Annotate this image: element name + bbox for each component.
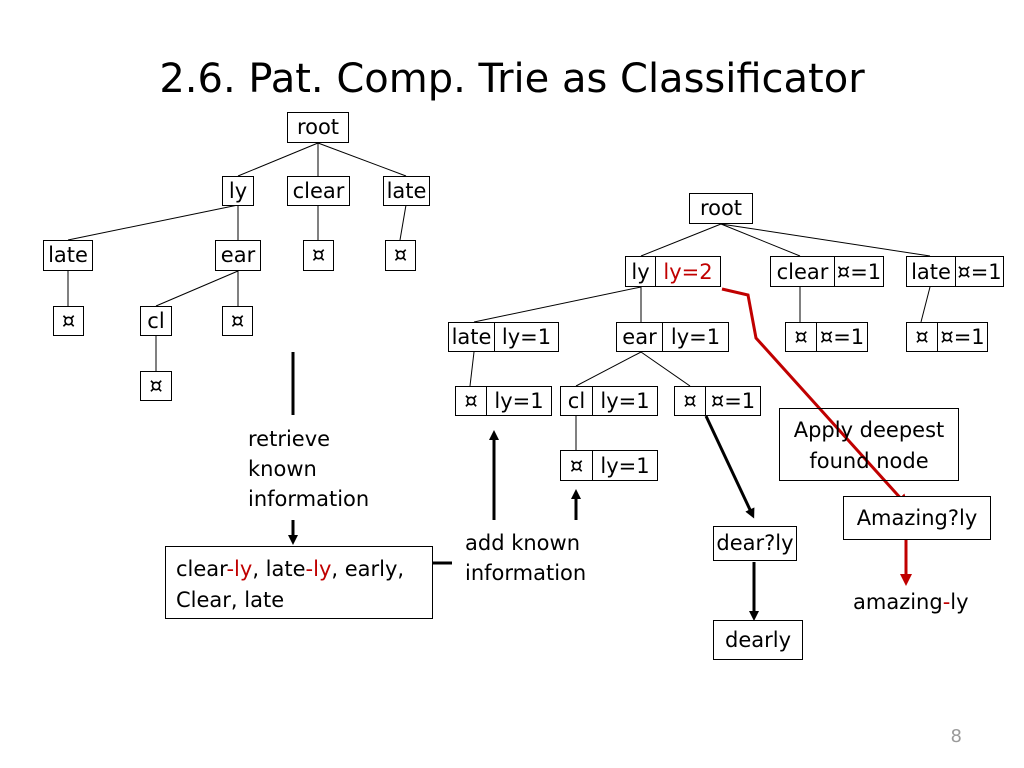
node-label: ear: [617, 323, 663, 351]
right-clear-end-node: ¤ ¤=1: [785, 322, 868, 352]
word-sep: ,: [252, 557, 266, 581]
left-root-node: root: [287, 112, 349, 143]
node-label: ly: [626, 257, 656, 286]
left-late-end-node: ¤: [385, 240, 416, 271]
apply-line-1: Apply deepest: [793, 418, 945, 442]
left-late-node: late: [383, 176, 430, 206]
slide-title: 2.6. Pat. Comp. Trie as Classificator: [159, 56, 865, 102]
left-clear-end-node: ¤: [303, 240, 334, 271]
left-clear-node: clear: [287, 176, 350, 206]
word-list-line-2: Clear, late: [176, 588, 285, 612]
right-cl-node: cl ly=1: [560, 386, 658, 416]
amazing-dash: -: [942, 590, 951, 614]
right-tree-edges: [469, 223, 931, 450]
node-label: late: [907, 257, 956, 286]
dearly-result-node: dearly: [713, 620, 803, 660]
right-ear-end-node: ¤ ¤=1: [674, 386, 761, 416]
node-count: ly=1: [501, 325, 552, 349]
add-known-line-1: add known: [465, 531, 581, 555]
node-label: cl: [561, 387, 593, 415]
flow-arrows: [288, 352, 759, 621]
node-count: ¤=1: [836, 259, 882, 284]
node-count: ly=2: [663, 259, 713, 284]
node-count: ¤=1: [957, 259, 1002, 284]
left-ear-end-node: ¤: [222, 306, 253, 336]
right-ly-node: ly ly=2: [625, 256, 721, 287]
right-late-node: late ¤=1: [906, 256, 1004, 287]
left-late-child-node: late: [43, 240, 93, 271]
node-label: late: [449, 323, 495, 351]
node-label: clear: [771, 257, 835, 286]
word-1-dash: -: [226, 557, 235, 581]
left-cl-node: cl: [140, 306, 172, 336]
amazing-query-node: Amazing?ly: [843, 496, 991, 540]
word-1: clear: [176, 557, 227, 581]
retrieve-line-1: retrieve: [248, 427, 331, 451]
amazing-result: amazing-ly: [853, 587, 969, 617]
right-late-end-node: ¤ ¤=1: [906, 322, 988, 352]
right-ly-ear-node: ear ly=1: [616, 322, 729, 352]
right-cl-end-node: ¤ ly=1: [560, 450, 658, 481]
left-late-child-end-node: ¤: [53, 306, 84, 336]
node-count: ly=1: [600, 453, 650, 478]
left-tree-edges: [67, 142, 407, 371]
node-count: ¤=1: [940, 325, 985, 349]
word-2: late: [265, 557, 306, 581]
page-number: 8: [950, 726, 962, 747]
node-count: ¤=1: [710, 389, 756, 413]
node-count: ¤=1: [819, 325, 865, 349]
retrieve-label: retrieve known information: [248, 424, 369, 514]
right-root-node: root: [689, 193, 753, 224]
retrieve-line-2: known: [248, 457, 317, 481]
apply-deepest-note: Apply deepest found node: [779, 408, 959, 481]
apply-line-2: found node: [809, 449, 929, 473]
right-clear-node: clear ¤=1: [770, 256, 884, 287]
left-ear-node: ear: [215, 240, 261, 271]
amazing-prefix: amazing: [853, 590, 943, 614]
word-list-box: clear-ly, late-ly, early, Clear, late: [165, 546, 433, 619]
node-count: ly=1: [600, 389, 650, 413]
add-known-line-2: information: [465, 561, 587, 585]
node-count: ly=1: [494, 389, 544, 413]
left-cl-end-node: ¤: [140, 371, 172, 401]
word-2-suffix: ly: [313, 557, 332, 581]
right-ly-late-node: late ly=1: [448, 322, 559, 352]
word-list-line-1: clear-ly, late-ly, early,: [176, 554, 422, 585]
node-label: ¤: [907, 323, 938, 351]
node-label: ¤: [675, 387, 706, 415]
node-label: ¤: [561, 451, 593, 480]
add-known-label: add known information: [465, 528, 586, 588]
amazing-suffix: ly: [950, 590, 969, 614]
word-rest: , early,: [331, 557, 405, 581]
word-1-suffix: ly: [234, 557, 253, 581]
dear-query-node: dear?ly: [713, 526, 797, 561]
left-ly-node: ly: [222, 176, 254, 206]
node-label: ¤: [786, 323, 817, 351]
retrieve-line-3: information: [248, 487, 370, 511]
word-2-dash: -: [305, 557, 314, 581]
right-late-end2-node: ¤ ly=1: [455, 386, 552, 416]
node-count: ly=1: [670, 325, 721, 349]
node-label: ¤: [456, 387, 487, 415]
